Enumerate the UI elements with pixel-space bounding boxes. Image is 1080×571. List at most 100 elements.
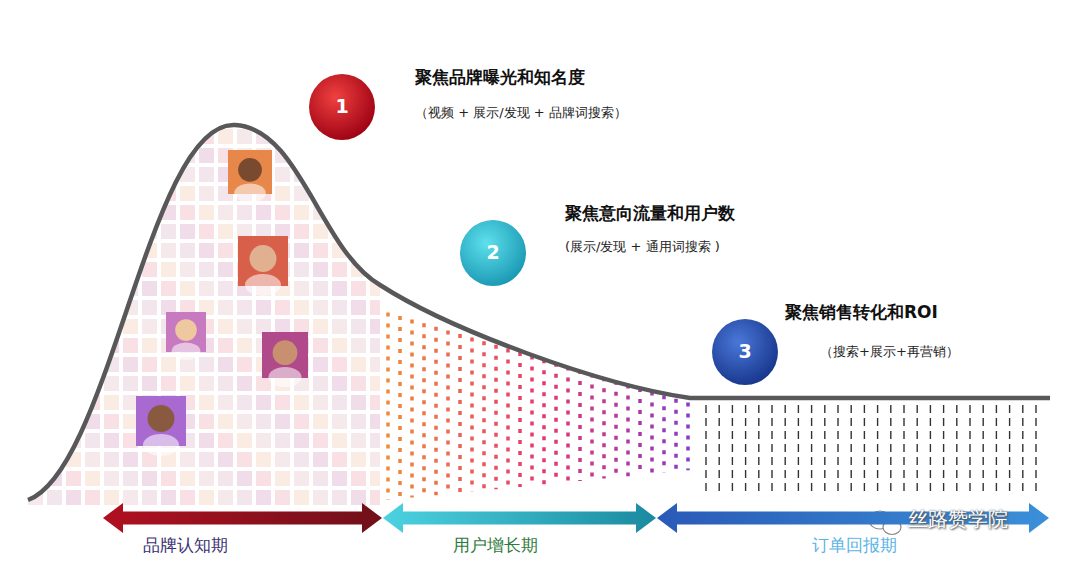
face-tile xyxy=(351,414,366,429)
face-tile xyxy=(28,433,43,448)
face-tile xyxy=(123,433,138,448)
face-tile xyxy=(218,110,233,125)
face-tile xyxy=(275,490,290,505)
face-tile xyxy=(199,243,214,258)
dash-column xyxy=(614,381,618,478)
face-tile xyxy=(294,471,309,486)
face-tile xyxy=(332,281,347,296)
face-tile xyxy=(332,338,347,353)
stage-label: 订单回报期 xyxy=(812,534,897,557)
face-tile xyxy=(332,490,347,505)
dash-column xyxy=(590,374,594,480)
callout-number: 1 xyxy=(309,95,375,117)
face-tile xyxy=(351,376,366,391)
face-tile xyxy=(370,167,385,182)
dash-column xyxy=(650,392,654,474)
step-circle: 3聚焦销售转化和ROI（搜索+展示+再营销） xyxy=(712,319,778,385)
dash-column xyxy=(758,405,759,496)
face-tile xyxy=(28,205,43,220)
face-tile xyxy=(123,262,138,277)
face-tile xyxy=(66,319,81,334)
face-tile xyxy=(332,433,347,448)
face-tile xyxy=(256,300,271,315)
dash-column xyxy=(434,327,438,495)
face-tile xyxy=(47,186,62,201)
face-tile xyxy=(161,490,176,505)
face-tile xyxy=(28,357,43,372)
face-tile xyxy=(370,395,385,410)
face-tile xyxy=(47,262,62,277)
face-tile xyxy=(47,281,62,296)
face-tile xyxy=(66,110,81,125)
dash-column xyxy=(877,405,878,496)
face-tile xyxy=(66,129,81,144)
face-tile xyxy=(313,167,328,182)
face-tile xyxy=(180,186,195,201)
face-tile xyxy=(47,148,62,163)
dash-column xyxy=(930,405,931,496)
face-tile xyxy=(161,262,176,277)
face-tile xyxy=(351,338,366,353)
face-tile xyxy=(294,110,309,125)
face-tile xyxy=(28,186,43,201)
face-tile xyxy=(351,186,366,201)
face-tile xyxy=(370,414,385,429)
face-tile xyxy=(275,110,290,125)
dash-column xyxy=(410,320,414,498)
face-tile xyxy=(104,224,119,239)
dash-column xyxy=(798,405,799,496)
face-tile xyxy=(104,129,119,144)
face-tile xyxy=(104,471,119,486)
face-tile xyxy=(123,395,138,410)
dash-column xyxy=(506,348,510,488)
face-tile xyxy=(47,243,62,258)
face-tile xyxy=(142,186,157,201)
dash-column xyxy=(745,405,746,496)
face-tile xyxy=(256,433,271,448)
dash-column xyxy=(542,359,546,484)
face-tile xyxy=(237,471,252,486)
face-tile xyxy=(237,452,252,467)
face-tile xyxy=(47,300,62,315)
face-tile xyxy=(351,452,366,467)
face-tile xyxy=(66,376,81,391)
face-tile xyxy=(313,452,328,467)
face-tile xyxy=(218,205,233,220)
face-tile xyxy=(142,281,157,296)
face-tile xyxy=(142,167,157,182)
face-tile xyxy=(199,414,214,429)
face-tile xyxy=(313,224,328,239)
face-tile xyxy=(218,281,233,296)
face-tile xyxy=(85,262,100,277)
face-tile xyxy=(66,300,81,315)
face-tile xyxy=(104,414,119,429)
face-tile xyxy=(47,205,62,220)
face-tile xyxy=(237,110,252,125)
face-tile xyxy=(47,110,62,125)
face-tile xyxy=(370,338,385,353)
face-tile xyxy=(332,148,347,163)
face-tile xyxy=(85,205,100,220)
dash-column xyxy=(494,345,498,489)
face-tile xyxy=(294,395,309,410)
face-tile xyxy=(161,357,176,372)
dash-column xyxy=(398,316,402,499)
face-tile xyxy=(28,110,43,125)
step-heading: 聚焦品牌曝光和知名度 xyxy=(415,66,585,89)
face-tile xyxy=(28,281,43,296)
face-tile xyxy=(142,376,157,391)
face-tile xyxy=(199,452,214,467)
face-tile xyxy=(47,433,62,448)
dash-column xyxy=(917,405,918,496)
face-tile xyxy=(28,452,43,467)
face-tile xyxy=(142,148,157,163)
dash-column xyxy=(785,405,786,496)
face-tile xyxy=(313,395,328,410)
face-tile xyxy=(370,224,385,239)
face-tile xyxy=(66,148,81,163)
face-tile xyxy=(351,357,366,372)
face-tile xyxy=(218,357,233,372)
face-tile xyxy=(104,395,119,410)
dash-column xyxy=(705,405,706,496)
face-tile xyxy=(294,205,309,220)
